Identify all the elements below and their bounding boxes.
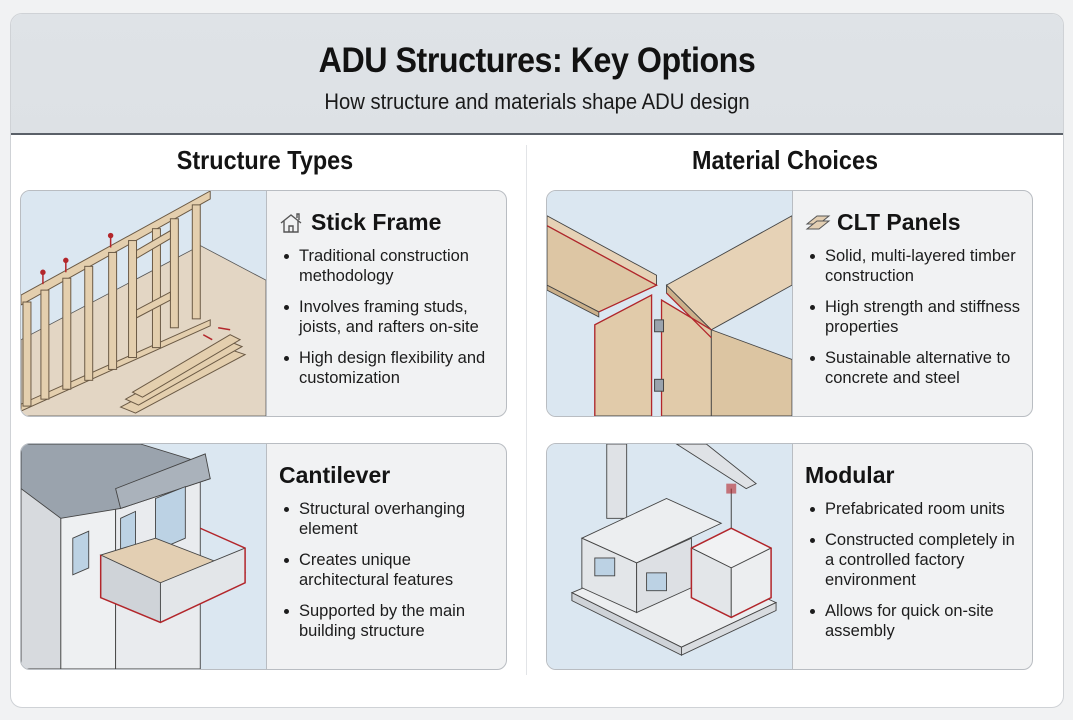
house-icon: [279, 212, 305, 234]
card-title: CLT Panels: [837, 209, 961, 235]
page-subtitle: How structure and materials shape ADU de…: [324, 89, 750, 114]
bullet-item: Constructed completely in a controlled f…: [805, 530, 1022, 590]
card-title: Modular: [805, 462, 895, 488]
bullet-item: Traditional construction methodology: [279, 246, 496, 286]
bullet-item: Involves framing studs, joists, and raft…: [279, 297, 496, 337]
bullet-item: Creates unique architectural features: [279, 550, 496, 590]
modular-illustration: [547, 444, 793, 669]
bullet-item: Structural overhanging element: [279, 499, 496, 539]
page-title: ADU Structures: Key Options: [318, 41, 756, 80]
bullet-item: Solid, multi-layered timber construction: [805, 246, 1022, 286]
cantilever-illustration: [21, 444, 267, 669]
bullet-item: High design flexibility and customizatio…: [279, 348, 496, 388]
card-clt-panels: CLT Panels Solid, multi-layered timber c…: [546, 190, 1033, 417]
card-title: Cantilever: [279, 462, 391, 488]
section-title-structure-types: Structure Types: [176, 145, 354, 175]
card-modular: Modular Prefabricated room units Constru…: [546, 443, 1033, 670]
bullet-list: Solid, multi-layered timber construction…: [805, 246, 1022, 388]
bullet-item: Sustainable alternative to concrete and …: [805, 348, 1022, 388]
card-cantilever: Cantilever Structural overhanging elemen…: [20, 443, 507, 670]
stacked-panels-icon: [805, 212, 831, 234]
bullet-item: Allows for quick on-site assembly: [805, 601, 1022, 641]
card-title: Stick Frame: [311, 209, 442, 235]
bullet-item: High strength and stiffness properties: [805, 297, 1022, 337]
section-title-material-choices: Material Choices: [692, 145, 878, 175]
column-divider: [526, 145, 527, 675]
bullet-list: Structural overhanging element Creates u…: [279, 499, 496, 641]
bullet-list: Prefabricated room units Constructed com…: [805, 499, 1022, 641]
bullet-list: Traditional construction methodology Inv…: [279, 246, 496, 388]
bullet-item: Prefabricated room units: [805, 499, 1022, 519]
bullet-item: Supported by the main building structure: [279, 601, 496, 641]
header-banner: ADU Structures: Key Options How structur…: [11, 14, 1063, 135]
stick-frame-illustration: [21, 191, 267, 416]
clt-panel-illustration: [547, 191, 793, 416]
card-stick-frame: Stick Frame Traditional construction met…: [20, 190, 507, 417]
